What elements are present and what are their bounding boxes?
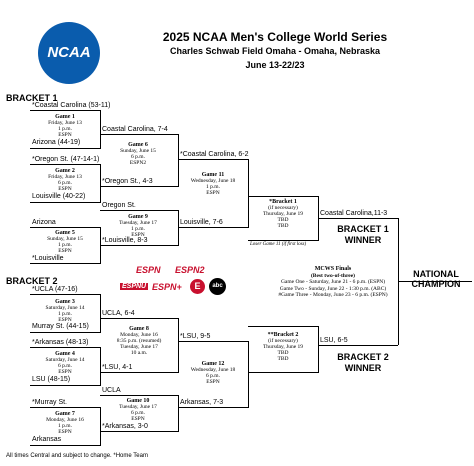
espnu-logo: ESPNU [120,283,149,290]
finals-info: MCWS Finals (Best two-of-three) Game One… [278,266,388,298]
espn2-logo: ESPN2 [175,265,205,275]
ncaa-logo-text: NCAA [47,44,91,61]
footer-note: All times Central and subject to change.… [6,453,148,459]
g9-top: Oregon St. [102,202,136,209]
ncaa-logo: NCAA [38,22,100,84]
g3-winner: UCLA, 6-4 [102,310,135,317]
bracket1-champ: Coastal Carolina,11-3 [320,210,388,217]
espn-logo: ESPN [136,265,161,275]
g10-top: UCLA [102,387,121,394]
g10-winner: Arkansas, 7-3 [180,399,224,406]
g1-winner: Coastal Carolina, 7-4 [102,126,168,133]
page-title: 2025 NCAA Men's College World Series [162,30,388,44]
g7-bottom: Arkansas [32,436,62,443]
g6-winner: *Coastal Carolina, 6-2 [180,151,249,158]
g9-bottom: *Louisville, 8-3 [102,237,148,244]
team-lsu: LSU (48-15) [32,376,71,383]
g5-top: Arizona [32,219,56,226]
bracket1-final-info: *Bracket 1(if necessary)Thursday, June 1… [262,199,304,229]
team-arizona: Arizona (44-19) [32,139,81,146]
g5-bottom: *Louisville [32,255,64,262]
team-ucla: *UCLA (47-16) [32,286,78,293]
bracket1-label: BRACKET 1 [6,93,58,103]
loser-note: Loser Game 11 (if first loss) [250,242,307,247]
g8-winner: *LSU, 9-5 [180,333,211,340]
bracket2-label: BRACKET 2 [6,276,58,286]
venue: Charles Schwab Field Omaha - Omaha, Nebr… [169,46,381,56]
g4-winner: *LSU, 4-1 [102,364,133,371]
bracket2-champ: LSU, 6-5 [320,337,348,344]
team-arkansas: *Arkansas (48-13) [32,339,89,346]
g9-winner: Louisville, 7-6 [180,219,223,226]
g10-bottom: *Arkansas, 3-0 [102,423,148,430]
team-coastal: *Coastal Carolina (53-11) [32,102,111,109]
g2-winner: *Oregon St., 4-3 [102,178,153,185]
team-oregon: *Oregon St. (47-14-1) [32,156,100,163]
team-murray: Murray St. (44-15) [32,323,89,330]
espn-e-icon: E [190,279,205,294]
team-louisville: Louisville (40-22) [32,193,86,200]
abc-logo: ABC [209,278,226,295]
dates: June 13-22/23 [245,60,305,70]
bracket2-final-info: **Bracket 2(if necessary)Thursday, June … [262,332,304,362]
abc-logo-text: ABC [212,283,223,289]
espnplus-logo: ESPN+ [152,282,182,292]
g7-top: *Murray St. [32,399,68,406]
